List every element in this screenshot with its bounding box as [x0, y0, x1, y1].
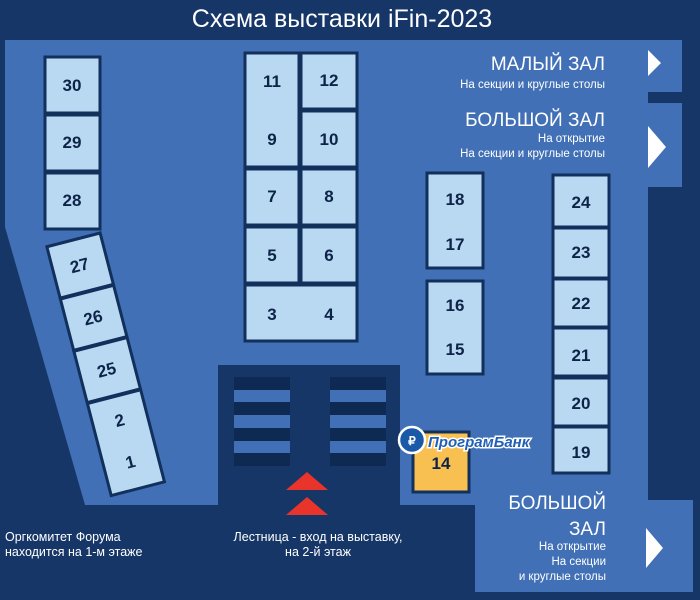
- big-hall-bottom-title: ЗАЛ: [569, 519, 606, 540]
- svg-text:5: 5: [267, 246, 276, 265]
- map-title: Схема выставки iFin-2023: [192, 5, 492, 33]
- booth-10[interactable]: 10: [299, 109, 359, 169]
- svg-text:10: 10: [320, 130, 339, 149]
- big-hall-desc: На секции и круглые столы: [460, 148, 605, 160]
- svg-text:12: 12: [320, 71, 339, 90]
- booth-5[interactable]: 5: [243, 225, 301, 285]
- svg-text:25: 25: [95, 359, 118, 382]
- booth-21[interactable]: 21: [551, 326, 611, 378]
- orgcommittee-note: Оргкомитет Форума: [5, 530, 121, 544]
- big-hall-desc: На открытие: [538, 133, 605, 145]
- sponsor-name: ПрограмБанк: [428, 434, 531, 451]
- svg-text:1: 1: [124, 452, 138, 473]
- small-hall-title: МАЛЫЙ ЗАЛ: [491, 53, 605, 75]
- svg-text:19: 19: [572, 443, 591, 462]
- sponsor-logo: ₽ ПрограмБанк: [397, 425, 532, 455]
- orgcommittee-note: находится на 1-м этаже: [5, 545, 143, 559]
- svg-text:24: 24: [572, 193, 591, 212]
- svg-text:16: 16: [446, 296, 465, 315]
- svg-text:15: 15: [446, 340, 465, 359]
- big-hall-bottom-desc: На открытие: [539, 541, 606, 553]
- stairs-note: Лестница - вход на выставку,: [234, 530, 403, 544]
- svg-text:14: 14: [432, 454, 451, 473]
- svg-text:6: 6: [324, 246, 333, 265]
- svg-text:2: 2: [113, 410, 127, 431]
- booth-22[interactable]: 22: [551, 277, 611, 329]
- svg-text:29: 29: [63, 133, 82, 152]
- booth-20[interactable]: 20: [551, 376, 611, 428]
- small-hall-desc: На секции и круглые столы: [460, 79, 605, 91]
- svg-text:17: 17: [446, 235, 465, 254]
- svg-text:3: 3: [267, 305, 276, 324]
- booth-26[interactable]: 26: [58, 283, 129, 353]
- svg-text:11: 11: [263, 72, 281, 91]
- svg-text:18: 18: [446, 190, 465, 209]
- booth-29[interactable]: 29: [43, 113, 102, 173]
- booth-19[interactable]: 19: [551, 425, 611, 475]
- svg-text:8: 8: [324, 187, 333, 206]
- big-hall-bottom-desc: На секции: [551, 556, 606, 568]
- big-hall-title: БОЛЬШОЙ ЗАЛ: [465, 109, 605, 131]
- small-hall-arrow-icon[interactable]: [648, 50, 661, 76]
- stairs-note: на 2-й этаж: [285, 545, 352, 559]
- booth-23[interactable]: 23: [551, 226, 611, 280]
- svg-text:28: 28: [63, 191, 82, 210]
- bank-logo-icon: [397, 425, 427, 455]
- svg-text:30: 30: [63, 76, 82, 95]
- staircase: [234, 377, 386, 466]
- big-hall-bottom-desc: и круглые столы: [519, 571, 606, 583]
- booth-7[interactable]: 7: [243, 167, 301, 227]
- big-hall-bottom-arrow-icon[interactable]: [646, 528, 663, 568]
- svg-text:9: 9: [267, 130, 276, 149]
- booth-30[interactable]: 30: [43, 55, 102, 115]
- booth-1-2[interactable]: 21: [85, 388, 167, 498]
- svg-text:7: 7: [267, 187, 276, 206]
- svg-text:21: 21: [572, 346, 591, 365]
- svg-text:27: 27: [68, 254, 91, 277]
- entrance-arrow-icon: [286, 472, 328, 490]
- booth-8[interactable]: 8: [299, 167, 359, 227]
- booth-12[interactable]: 12: [299, 51, 359, 111]
- svg-text:22: 22: [572, 294, 591, 313]
- svg-text:₽: ₽: [408, 434, 416, 448]
- booth-28[interactable]: 28: [43, 171, 102, 231]
- svg-text:4: 4: [324, 305, 334, 324]
- booth-9-11[interactable]: 11 9: [243, 51, 301, 169]
- big-hall-arrow-icon[interactable]: [648, 126, 666, 168]
- svg-text:23: 23: [572, 243, 591, 262]
- big-hall-bottom-title: БОЛЬШОЙ: [508, 492, 606, 514]
- booth-24[interactable]: 24: [551, 173, 611, 229]
- entrance-arrow-icon: [286, 497, 328, 515]
- svg-text:20: 20: [572, 394, 591, 413]
- booth-6[interactable]: 6: [299, 225, 359, 285]
- svg-text:26: 26: [82, 306, 105, 329]
